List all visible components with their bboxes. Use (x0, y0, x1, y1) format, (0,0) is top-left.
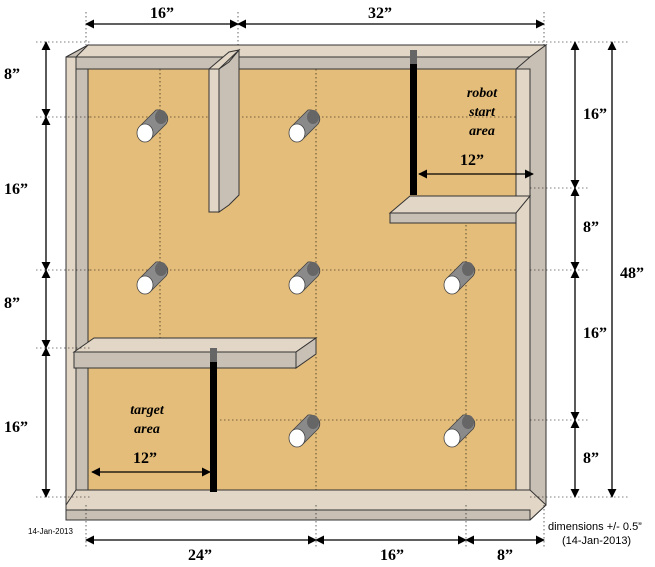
interior-wall-top (207, 48, 241, 213)
right-dimensions (530, 41, 630, 498)
outer-walls (65, 44, 548, 521)
post (136, 261, 169, 295)
right-dim-2: 8” (583, 219, 599, 236)
top-dim-right: 32” (368, 5, 392, 22)
robot-label-line1: robot (467, 86, 498, 101)
left-dim-3: 8” (4, 295, 20, 312)
overall-dim: 48” (620, 265, 644, 282)
target-label-line1: target (130, 403, 165, 418)
left-dim-4: 16” (4, 419, 28, 436)
right-dim-1: 16” (583, 106, 607, 123)
top-dim-left: 16” (150, 5, 174, 22)
date-left: 14-Jan-2013 (28, 527, 73, 536)
post (136, 109, 169, 143)
post (443, 414, 476, 448)
black-wall-target (210, 348, 217, 492)
posts (136, 109, 476, 448)
target-label-line2: area (134, 422, 160, 437)
bottom-dimensions (85, 505, 545, 548)
bottom-dim-2: 16” (380, 547, 404, 564)
bottom-dim-3: 8” (497, 547, 513, 564)
target-gap-dim: 12” (133, 450, 157, 467)
right-dim-4: 8” (583, 450, 599, 467)
post (288, 261, 321, 295)
robot-gap-dim: 12” (460, 152, 484, 169)
post (288, 109, 321, 143)
date-right: (14-Jan-2013) (562, 535, 631, 547)
left-dimensions (36, 41, 90, 498)
left-dim-2: 16” (4, 181, 28, 198)
robot-label-line3: area (469, 124, 495, 139)
post (288, 414, 321, 448)
interior-wall-left (72, 337, 318, 369)
black-wall-robot (410, 50, 417, 195)
robot-area-shelf (388, 195, 532, 224)
bottom-dim-1: 24” (188, 547, 212, 564)
post (443, 261, 476, 295)
robot-label-line2: start (468, 105, 496, 120)
right-dim-3: 16” (583, 325, 607, 342)
tolerance-note: dimensions +/- 0.5” (548, 521, 642, 533)
left-dim-1: 8” (4, 66, 20, 83)
top-dimensions (85, 12, 545, 45)
